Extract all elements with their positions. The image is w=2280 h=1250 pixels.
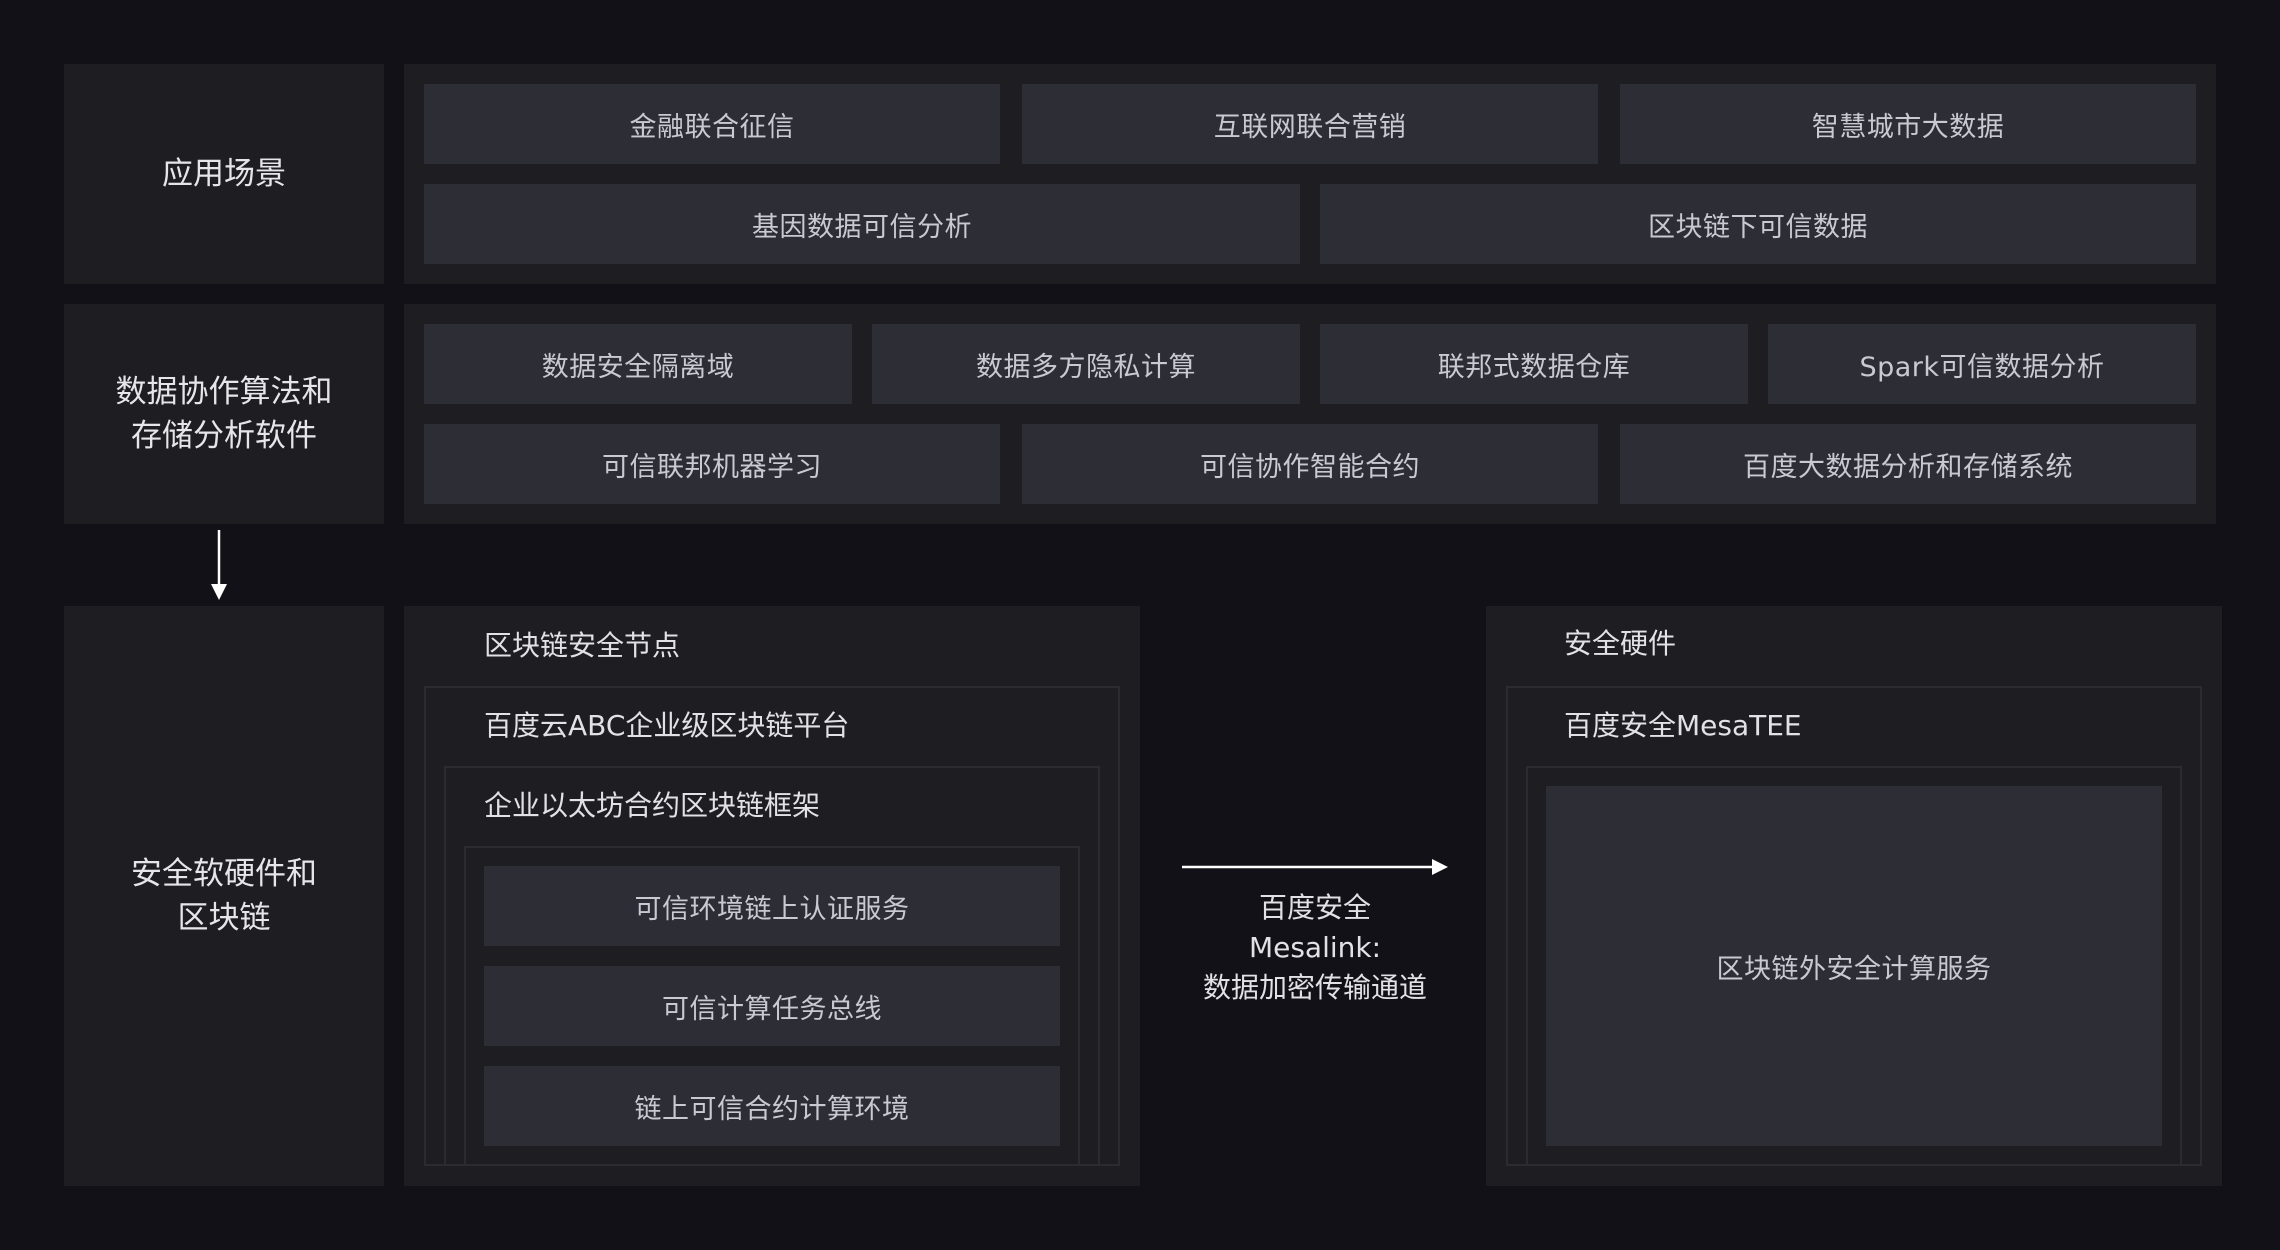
row-label-app: 应用场景: [64, 64, 384, 284]
app-item-offchain-data: 区块链下可信数据: [1320, 184, 2196, 264]
row-label-algo: 数据协作算法和 存储分析软件: [64, 304, 384, 524]
app-item-smart-city: 智慧城市大数据: [1620, 84, 2196, 164]
algo-item-smart-contract: 可信协作智能合约: [1022, 424, 1598, 504]
mesatee-title: 百度安全MesaTEE: [1564, 709, 1802, 742]
row-label-secure-line2: 区块链: [177, 900, 271, 936]
services-frame: [464, 846, 1080, 1166]
app-item-gene-data: 基因数据可信分析: [424, 184, 1300, 264]
algo-item-bigdata-storage: 百度大数据分析和存储系统: [1620, 424, 2196, 504]
mesalink-channel-label: 百度安全 Mesalink: 数据加密传输通道: [1170, 888, 1460, 1008]
eth-framework-title: 企业以太坊合约区块链框架: [484, 789, 821, 822]
mesalink-line3: 数据加密传输通道: [1202, 971, 1427, 1004]
service-onchain-auth: 可信环境链上认证服务: [484, 866, 1060, 946]
mesalink-line2: Mesalink:: [1248, 931, 1382, 964]
mesatee-inner-frame: [1526, 766, 2182, 1166]
algo-item-spark-analysis: Spark可信数据分析: [1768, 324, 2196, 404]
app-item-finance-credit: 金融联合征信: [424, 84, 1000, 164]
abc-platform-title: 百度云ABC企业级区块链平台: [484, 709, 850, 742]
service-contract-env: 链上可信合约计算环境: [484, 1066, 1060, 1146]
app-item-internet-marketing: 互联网联合营销: [1022, 84, 1598, 164]
row-label-secure-line1: 安全软硬件和: [131, 856, 317, 892]
service-task-bus: 可信计算任务总线: [484, 966, 1060, 1046]
right-arrow-icon: [1182, 859, 1448, 875]
row-label-app-text: 应用场景: [162, 156, 286, 192]
row-label-algo-line1: 数据协作算法和: [115, 374, 333, 410]
algo-item-mpc: 数据多方隐私计算: [872, 324, 1300, 404]
row-label-secure: 安全软硬件和 区块链: [64, 606, 384, 1186]
down-arrow-icon: [211, 530, 227, 600]
row-label-algo-line2: 存储分析软件: [131, 418, 317, 454]
offchain-compute-service: 区块链外安全计算服务: [1546, 786, 2162, 1146]
mesalink-line1: 百度安全: [1258, 891, 1371, 924]
algo-item-federated-warehouse: 联邦式数据仓库: [1320, 324, 1748, 404]
blockchain-node-title: 区块链安全节点: [484, 629, 681, 662]
algo-item-federated-ml: 可信联邦机器学习: [424, 424, 1000, 504]
secure-hardware-title: 安全硬件: [1564, 627, 1677, 660]
algo-item-isolation-domain: 数据安全隔离域: [424, 324, 852, 404]
